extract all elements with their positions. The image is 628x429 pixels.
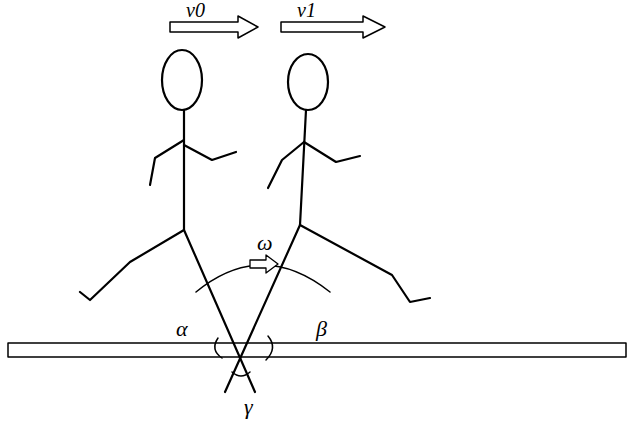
angular-velocity-label: ω [257, 232, 273, 254]
angle-label: β [316, 318, 327, 340]
velocity-label: v0 [186, 0, 205, 20]
angle-label: γ [244, 396, 253, 418]
velocity-label: v1 [297, 0, 316, 20]
angle-label: α [176, 318, 188, 340]
